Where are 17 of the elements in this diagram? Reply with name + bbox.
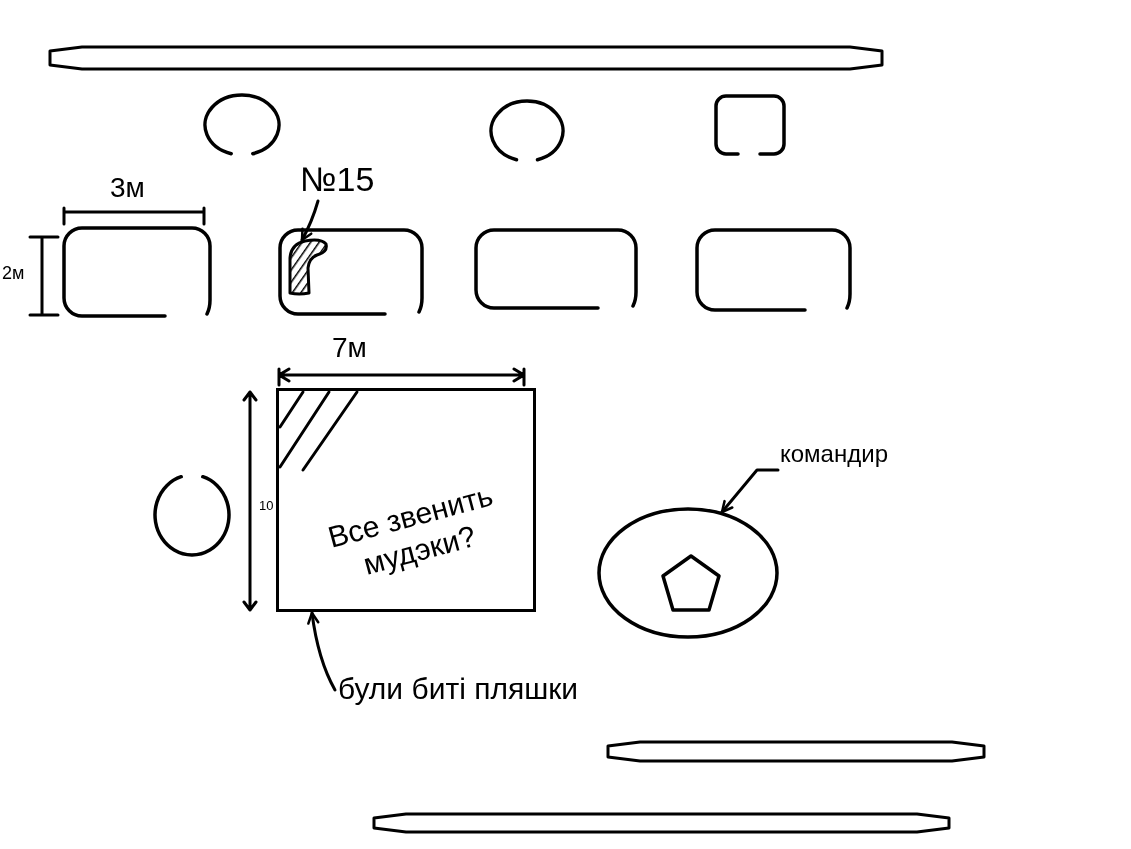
leader-arrow — [720, 468, 780, 514]
callout-number: №15 — [300, 160, 375, 200]
dimension-label: 7м — [332, 332, 367, 365]
long-bar — [48, 45, 884, 71]
dimension-label: 2м — [2, 263, 25, 284]
hatched-shape — [287, 238, 329, 296]
square-outline — [276, 388, 536, 612]
dimension-label: 10 — [259, 499, 274, 514]
long-bar — [372, 812, 951, 834]
leader-arrow — [300, 199, 320, 242]
leader-arrow — [307, 611, 337, 692]
oval-outline — [597, 507, 779, 639]
note-text: Все звенить мудэки? — [323, 477, 498, 583]
callout-label: були биті пляшки — [338, 672, 579, 707]
dimension-label: 3м — [110, 172, 145, 205]
callout-label: командир — [780, 440, 888, 468]
long-bar — [606, 740, 986, 763]
